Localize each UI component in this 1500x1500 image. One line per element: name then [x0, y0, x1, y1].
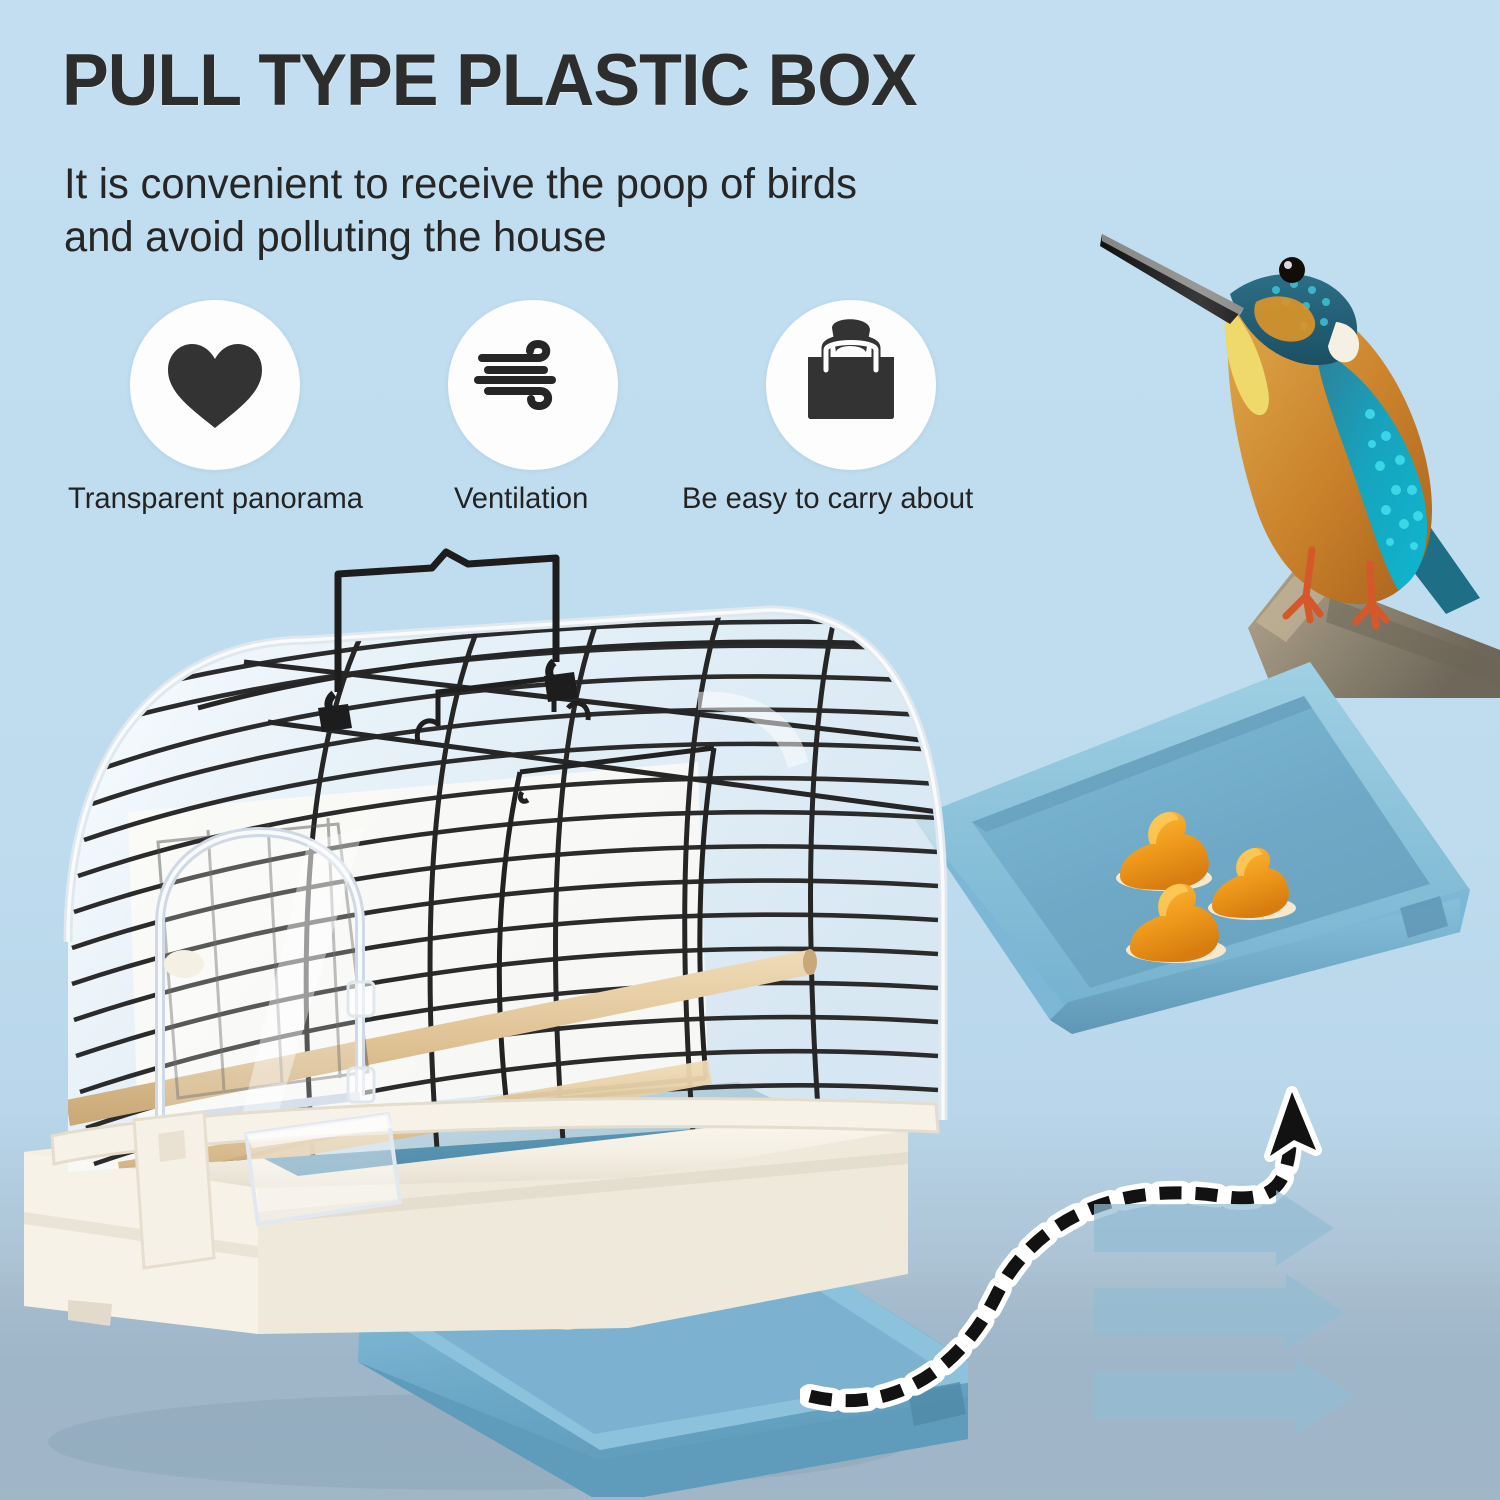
feeder-cup — [243, 1111, 403, 1227]
bird-neck-patch — [1328, 322, 1360, 363]
bird-cage-product — [24, 548, 968, 1497]
droppings-group — [1116, 811, 1296, 963]
feature-label-3: Be easy to carry about — [682, 482, 974, 515]
pull-out-motion-path — [800, 1086, 1322, 1413]
dome-highlight — [240, 828, 364, 1124]
page-subtitle: It is convenient to receive the poop of … — [64, 158, 1053, 265]
dome-bottom-lip — [50, 1097, 940, 1166]
dash-arrowhead — [1270, 1092, 1316, 1156]
bird-cheek — [1254, 296, 1316, 342]
cage-dome-assembly — [68, 610, 943, 1172]
top-frame-wires — [197, 639, 939, 815]
direction-arrow-3 — [1094, 1358, 1354, 1434]
poop-collection-tray — [914, 662, 1470, 1034]
direction-arrow-2 — [1094, 1274, 1344, 1350]
dropping-1 — [1116, 811, 1212, 891]
eye-glint — [1284, 261, 1292, 269]
subtitle-line-2: and avoid polluting the house — [64, 213, 607, 262]
dome-rim-highlight — [66, 608, 945, 1120]
wind-icon — [474, 339, 556, 411]
bird-feet — [1282, 546, 1390, 630]
subtitle-line-1: It is convenient to receive the poop of … — [64, 160, 857, 208]
feature-label-2: Ventilation — [454, 482, 589, 515]
bird-wing — [1316, 348, 1427, 590]
direction-arrow-1 — [1094, 1190, 1334, 1266]
pull-direction-arrows — [1094, 1190, 1354, 1434]
bird-throat — [1224, 304, 1269, 416]
dash-halo — [800, 1134, 1302, 1413]
dropping-3 — [1126, 883, 1226, 963]
kingfisher-bird-photo — [1100, 234, 1500, 698]
dropping-2 — [1208, 847, 1296, 920]
front-access-door — [155, 826, 376, 1125]
dome-highlight-2 — [698, 691, 808, 768]
handbag-icon — [808, 319, 894, 419]
page-title: PULL TYPE PLASTIC BOX — [62, 40, 918, 121]
wing-spots — [1365, 409, 1423, 550]
base-latch-clip[interactable] — [132, 1110, 216, 1270]
heart-icon — [168, 344, 262, 428]
bird-eye — [1279, 257, 1305, 283]
feature-label-1: Transparent panorama — [68, 482, 363, 515]
feature-circle-2 — [448, 300, 618, 470]
handle-mounts — [318, 672, 578, 732]
beak-highlight — [1102, 234, 1244, 315]
